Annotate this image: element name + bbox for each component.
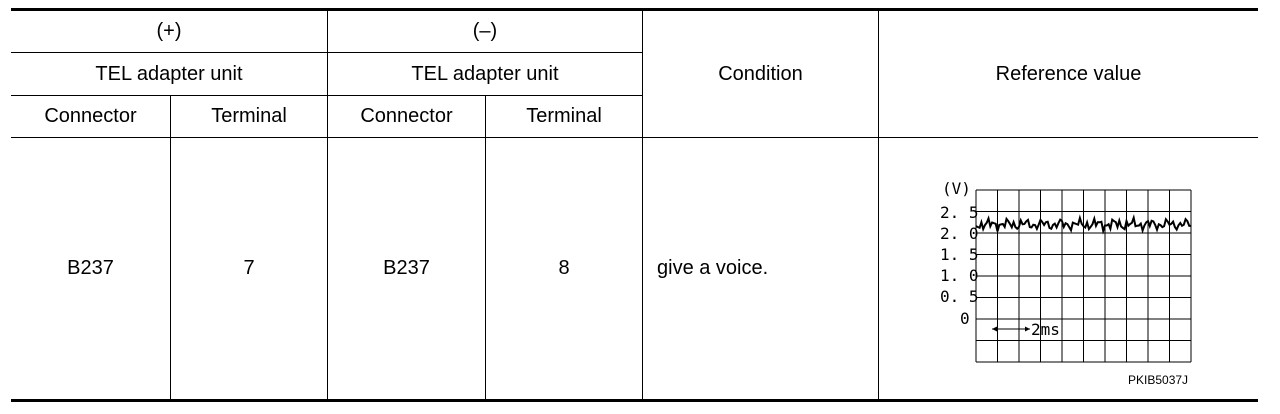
unit-label: (V) [942,179,971,198]
header-minus: (–) [472,20,498,42]
y-axis-ticks: 2. 5 2. 0 1. 5 1. 0 0. 5 0 [940,203,979,328]
header-terminal-minus: Terminal [526,105,602,127]
col-divider [170,95,171,400]
col-divider [878,10,879,400]
table-top-rule [11,8,1258,11]
y-tick: 1. 0 [940,266,979,285]
y-tick: 2. 0 [940,224,979,243]
waveform-figure: (V) 2. 5 2. 0 1. 5 1. 0 0. 5 0 2ms PKIB5… [940,179,1192,387]
row-divider [11,137,1258,138]
header-plus: (+) [156,20,182,42]
cell-condition: give a voice. [657,257,769,279]
header-condition: Condition [718,62,803,85]
header-terminal-plus: Terminal [211,105,287,127]
time-scale-label: 2ms [1031,320,1060,339]
cell-terminal-plus: 7 [243,257,255,279]
col-divider [642,10,643,400]
y-tick: 2. 5 [940,203,979,222]
row-divider [11,95,642,96]
y-tick: 1. 5 [940,245,979,264]
row-divider [11,52,642,53]
cell-connector-plus: B237 [67,257,114,279]
header-unit-plus: TEL adapter unit [95,62,243,85]
table-bottom-rule [11,399,1258,402]
cell-terminal-minus: 8 [558,257,570,279]
figure-code: PKIB5037J [1128,373,1188,387]
header-connector-minus: Connector [360,105,453,127]
cell-connector-minus: B237 [383,257,430,279]
header-connector-plus: Connector [44,105,137,127]
y-tick: 0. 5 [940,287,979,306]
header-unit-minus: TEL adapter unit [411,62,559,85]
col-divider [327,10,328,400]
col-divider [485,95,486,400]
time-scale-marker: 2ms [992,320,1060,339]
y-tick: 0 [960,309,970,328]
voltage-trace [975,214,1192,235]
scope-grid [975,189,1192,363]
header-reference-value: Reference value [995,62,1142,85]
